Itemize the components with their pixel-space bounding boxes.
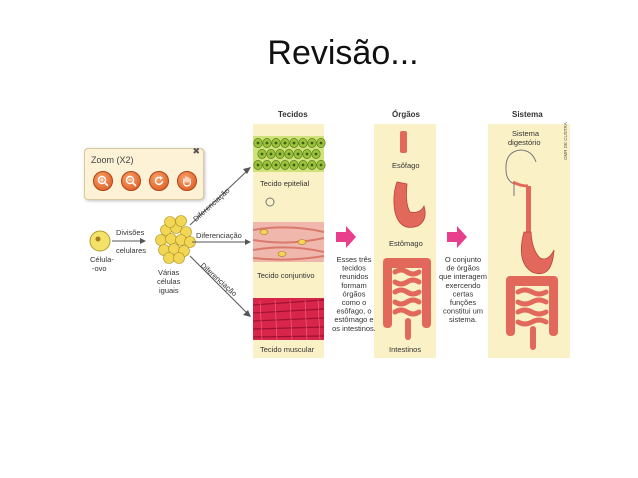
- organs-note: Esses trêstecidosreunidosformamórgãoscom…: [332, 255, 376, 333]
- zoom-out-button[interactable]: [121, 171, 141, 191]
- organs-note-line: formam: [341, 281, 366, 290]
- arrow-label-bottom: Diferenciação: [199, 261, 239, 298]
- system-note-line: funções: [450, 298, 477, 307]
- stomach-shape: [393, 181, 426, 228]
- cell-cluster: [155, 215, 196, 264]
- system-note-line: constitui um: [443, 307, 483, 316]
- header-system: Sistema: [512, 110, 543, 119]
- magnifier-minus-icon: [125, 175, 137, 187]
- organs-note-line: estômago e: [334, 315, 373, 324]
- rotate-button[interactable]: [149, 171, 169, 191]
- intestines-shape: [383, 258, 431, 340]
- esophagus-shape: [400, 131, 407, 153]
- divisions-label-1: Divisões: [116, 228, 145, 237]
- arrow-label-middle: Diferenciação: [196, 231, 242, 240]
- cluster-cell: [164, 216, 176, 228]
- pink-arrow-1: [336, 226, 356, 248]
- cluster-label-1: Várias: [158, 268, 180, 277]
- system-label-1: Sistema: [512, 129, 540, 138]
- magnifier-icon: [265, 197, 275, 207]
- pink-arrow-2: [447, 226, 467, 248]
- system-note-line: sistema.: [449, 315, 477, 324]
- header-organs: Órgãos: [392, 110, 421, 119]
- zoom-label: Zoom (X2): [91, 155, 134, 165]
- muscular-tissue: [252, 298, 325, 341]
- tissue-connective-label: Tecido conjuntivo: [257, 271, 315, 280]
- tissue-epithelial-label: Tecido epitelial: [260, 179, 310, 188]
- organ-esophagus-label: Esôfago: [392, 161, 420, 170]
- organs-note-line: os intestinos.: [332, 324, 376, 333]
- organs-note-line: esôfago, o: [336, 307, 371, 316]
- zoom-in-button[interactable]: [93, 171, 113, 191]
- cluster-label-3: iguais: [159, 286, 179, 295]
- organ-stomach-label: Estômago: [389, 239, 423, 248]
- header-tissues: Tecidos: [278, 110, 308, 119]
- cluster-cell: [163, 252, 175, 264]
- system-note-line: certas: [453, 289, 474, 298]
- connective-tissue: [252, 222, 325, 262]
- slide-title: Revisão...: [267, 34, 419, 72]
- system-note-line: O conjunto: [445, 255, 481, 264]
- system-note-line: de órgãos: [446, 264, 480, 273]
- egg-cell: [89, 230, 111, 252]
- system-note-line: que interagem: [439, 272, 487, 281]
- cluster-cell: [155, 234, 167, 246]
- close-icon[interactable]: ✖: [192, 146, 200, 156]
- organs-note-line: Esses três: [336, 255, 371, 264]
- organs-note-line: reunidos: [340, 272, 369, 281]
- cluster-cell: [173, 252, 185, 264]
- egg-cell-label-1: Célula-: [90, 255, 114, 264]
- digestive-system-shape: [505, 149, 558, 350]
- organs-note-line: órgãos: [343, 289, 366, 298]
- cluster-cell: [165, 233, 177, 245]
- image-credit: OMR DE CUSTRA: [563, 122, 568, 160]
- magnifier-plus-icon: [97, 175, 109, 187]
- egg-cell-label-2: -ovo: [92, 264, 107, 273]
- pan-button[interactable]: [177, 171, 197, 191]
- epithelial-tissue: [253, 136, 326, 172]
- hand-icon: [182, 176, 192, 187]
- system-label-2: digestório: [508, 138, 541, 147]
- divisions-label-2: celulares: [116, 246, 146, 255]
- tissue-muscular-label: Tecido muscular: [260, 345, 315, 354]
- cluster-label-2: células: [157, 277, 181, 286]
- organs-note-line: como o: [342, 298, 367, 307]
- rotate-icon: [154, 176, 164, 186]
- cluster-cell: [175, 215, 187, 227]
- organs-note-line: tecidos: [342, 264, 366, 273]
- zoom-panel: Zoom (X2) ✖: [84, 146, 204, 200]
- organ-intestines-label: Intestinos: [389, 345, 421, 354]
- system-note-line: exercendo: [445, 281, 480, 290]
